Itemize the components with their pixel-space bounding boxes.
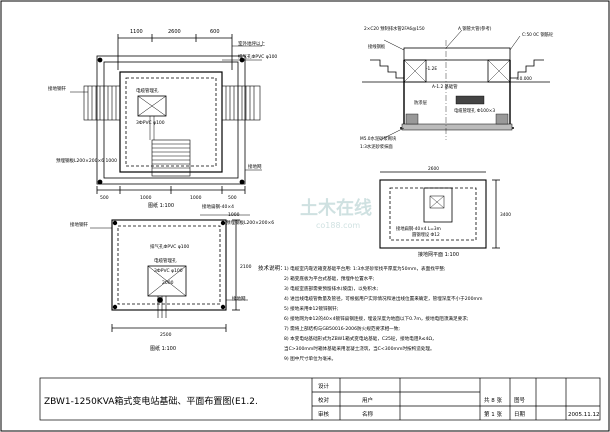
note-6: 6) 接地网为Ф12的40×4镀锌扁钢连接，埋设深度为地面以下0.7m，接地电阻… bbox=[284, 315, 469, 322]
plan-bottom-label-c1: 排气孔ФPVC φ100 bbox=[150, 243, 189, 250]
tb-name: 名称 bbox=[362, 410, 374, 418]
plan-top-view bbox=[70, 34, 262, 194]
plan-top-label-c2: 3ФPVC φ100 bbox=[136, 120, 165, 126]
note-4: 4) 进出线电缆管数量及管径，可根据用户实际情况和进出线位置来确定，管埋深度不小… bbox=[284, 295, 483, 302]
tb-date: 2005.11.12 bbox=[568, 412, 600, 418]
tb-user: 用户 bbox=[362, 396, 373, 404]
plan-bottom-label-tr3: 预埋钢板L200×200×6 bbox=[226, 219, 274, 226]
plan-top-label-tr2: 排气孔ФPVC φ100 bbox=[238, 53, 277, 60]
note-9: 9) 图中尺寸单位为毫米。 bbox=[284, 355, 336, 362]
section-view bbox=[362, 29, 550, 141]
plan-bottom-label-tr1: 接地扁钢-40×4 bbox=[202, 203, 234, 210]
grid-title: 接地网平面 1:100 bbox=[418, 251, 459, 258]
plan-top-dim-b1: 500 bbox=[100, 195, 109, 201]
plan-top-dim-1: 1100 bbox=[130, 29, 143, 35]
note-2: 2) 箱变底板为平台式基础，预埋件位置水平; bbox=[284, 275, 375, 282]
plan-top-title: 图纸 1:100 bbox=[148, 202, 174, 209]
section-label-c1: 电缆管理孔 Ф100×3 bbox=[454, 107, 495, 114]
note-5: 5) 接地采用Ф12镀锌钢钎; bbox=[284, 305, 339, 312]
note-3: 3) 电缆室底部需要预留排水(坡度)，以免积水; bbox=[284, 285, 378, 292]
plan-bottom-labels: 接地扁钢-40×4 1000 预埋钢板L200×200×6 接地钢钎 排气孔ФP… bbox=[70, 203, 274, 352]
note-8: 8) 本变电站基础形式为ZBW1箱式变电站基础，C25砼，接地电阻R≤4Ω， bbox=[284, 335, 437, 342]
section-label-a3: C:50 0C 钢筋砼 bbox=[522, 31, 554, 38]
watermark: 土木在线 co188.com bbox=[300, 197, 372, 230]
section-label-b1: ±0.000 bbox=[516, 76, 532, 82]
section-label-d1: M5.0水泥砂浆砌块 bbox=[360, 135, 397, 142]
ground-grid-labels: 接地扁钢-40×4 L=3m 圆钢埋设 Ф12 3400 2600 接地网平面 … bbox=[396, 166, 511, 258]
section-label-d2: 1:3水泥砂浆抹面 bbox=[360, 143, 393, 150]
plan-bottom-label-c3: 3ФPVC φ100 bbox=[154, 268, 183, 274]
plan-top-dim-b2: 1000 bbox=[140, 195, 152, 201]
note-8b: 当C>300mm时箱体基础采用混凝土浇筑，当C<300mm时按构造处理。 bbox=[284, 345, 435, 352]
title-block-text: ZBW1-1250KVA箱式变电站基础、平面布置图(E1.2. 设计 校对 审核… bbox=[44, 382, 600, 418]
tb-sheet-no: 第 1 张 bbox=[484, 410, 502, 418]
note-1: 1) 电缆室内靠近箱变基础平台用: 1:3水泥砂浆找平厚度为50mm，表面找平整… bbox=[284, 265, 446, 272]
section-label-b2: -1.2E bbox=[426, 66, 437, 72]
section-labels: 2×C20 预制排水管2FA6@150 A 钢管大管(参考) C:50 0C 钢… bbox=[360, 25, 554, 150]
note-7: 7) 需将上部结构与GB50016-2006防火规范要求相一致; bbox=[284, 325, 400, 332]
plan-bottom-label-tr2: 1000 bbox=[228, 212, 240, 218]
grid-label-v: 3400 bbox=[500, 212, 511, 218]
plan-bottom-dim-right: 2100 bbox=[240, 264, 252, 270]
plan-top-dim-b3: 1000 bbox=[190, 195, 202, 201]
drawing-title: ZBW1-1250KVA箱式变电站基础、平面布置图(E1.2. bbox=[44, 395, 258, 407]
section-label-a1: 2×C20 预制排水管2FA6@150 bbox=[364, 25, 425, 32]
plan-top-label-l1: 接地钢钎 bbox=[48, 85, 66, 92]
plan-top-label-bl1: 预埋钢板L200×200×6 1000 bbox=[56, 157, 117, 164]
plan-bottom-label-c4: 2000 bbox=[162, 280, 174, 286]
tb-check: 校对 bbox=[318, 396, 330, 404]
section-label-a2: A 钢管大管(参考) bbox=[458, 25, 492, 32]
plan-top-label-c1: 电缆管理孔 bbox=[136, 87, 159, 94]
watermark-sub: co188.com bbox=[316, 221, 360, 230]
ground-grid-view bbox=[379, 171, 500, 249]
section-label-b3: A-1.2 基础管 bbox=[432, 83, 458, 90]
tb-label-date: 日期 bbox=[514, 411, 526, 418]
plan-bottom-label-br1: 接地网 bbox=[232, 295, 246, 302]
plan-top-label-br1: 接地网 bbox=[248, 163, 262, 170]
grid-label-t: 2600 bbox=[428, 166, 439, 172]
section-label-c2: 防渗层 bbox=[414, 99, 428, 106]
technical-notes: 技术说明： 1) 电缆室内靠近箱变基础平台用: 1:3水泥砂浆找平厚度为50mm… bbox=[258, 264, 483, 362]
section-label-a4: 接线钢板 bbox=[368, 43, 386, 50]
plan-top-dim-3: 600 bbox=[210, 29, 220, 35]
notes-heading: 技术说明： bbox=[258, 264, 286, 272]
plan-bottom-dim-bottom: 2500 bbox=[160, 332, 172, 338]
plan-bottom-view bbox=[90, 214, 250, 332]
plan-top-dim-b4: 500 bbox=[228, 195, 237, 201]
plan-bottom-label-l1: 接地钢钎 bbox=[70, 221, 88, 228]
title-block bbox=[39, 377, 601, 421]
grid-label-a1: 接地扁钢-40×4 L=3m bbox=[396, 225, 441, 232]
watermark-main: 土木在线 bbox=[300, 197, 372, 219]
tb-sheet-total: 共 8 张 bbox=[484, 396, 502, 404]
plan-bottom-title: 图纸 1:100 bbox=[150, 345, 176, 352]
plan-bottom-label-c2: 电缆管理孔 bbox=[154, 257, 177, 264]
plan-top-labels: 1100 2600 600 室外地坪以上 排气孔ФPVC φ100 接地钢钎 电… bbox=[48, 29, 277, 209]
grid-label-a2: 圆钢埋设 Ф12 bbox=[412, 231, 440, 238]
tb-design: 设计 bbox=[318, 382, 330, 390]
tb-approve: 审核 bbox=[318, 410, 330, 418]
tb-label-no: 图号 bbox=[514, 396, 526, 404]
plan-top-label-tr1: 室外地坪以上 bbox=[238, 40, 265, 47]
plan-top-dim-2: 2600 bbox=[168, 29, 181, 35]
